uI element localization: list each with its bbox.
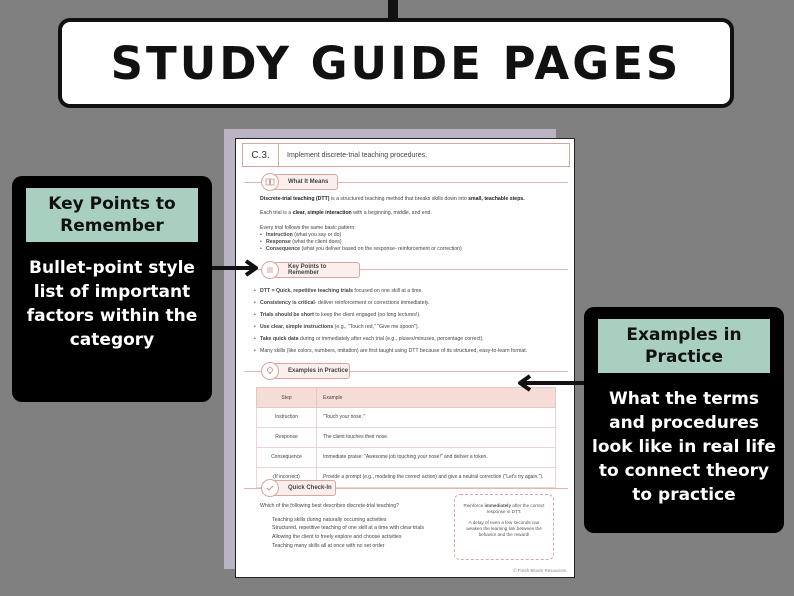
divider (244, 269, 568, 270)
list-item: Use clear, simple instructions (e.g., "T… (254, 324, 560, 331)
definition-text: Discrete-trial teaching (DTT) is a struc… (260, 196, 525, 202)
callout-description: What the terms and procedures look like … (592, 389, 776, 505)
page-title: STUDY GUIDE PAGES (110, 36, 682, 90)
answer-option[interactable]: Teaching skills during naturally occurri… (272, 517, 387, 523)
examples-callout: Examples in Practice What the terms and … (584, 307, 784, 533)
examples-title: Examples in Practice (288, 368, 349, 374)
divider (244, 371, 568, 372)
table-header-row: Step Example (256, 387, 556, 408)
callout-description: Bullet-point style list of important fac… (26, 258, 198, 350)
check-in-title: Quick Check-In (288, 485, 332, 491)
examples-table: Step Example Instruction"Touch your nose… (256, 387, 556, 488)
title-banner: STUDY GUIDE PAGES (58, 18, 734, 108)
list-item: Trials should be short to keep the clien… (254, 312, 560, 319)
list-item: Instruction (what you say or do) (260, 232, 341, 239)
list-item: Response (what the client does) (260, 239, 342, 246)
page-header: C.3. Implement discrete-trial teaching p… (242, 143, 570, 167)
key-points-callout: Key Points to Remember Bullet-point styl… (12, 176, 212, 402)
section-heading: Implement discrete-trial teaching proced… (287, 151, 428, 159)
answer-option[interactable]: Allowing the client to freely explore an… (272, 534, 402, 540)
copyright: © Fresh Bloom Resources (513, 568, 566, 573)
answer-option[interactable]: Teaching many skills all at once with no… (272, 543, 385, 549)
arrow-left-icon (518, 374, 584, 392)
key-points-tag: Key Points to Remember (266, 262, 360, 278)
pattern-intro: Every trial follows the same basic patte… (260, 225, 356, 231)
list-item: Consistency is critical- deliver reinfor… (254, 300, 560, 307)
section-code: C.3. (243, 144, 279, 166)
tip-box: Reinforce immediately after the correct … (454, 494, 554, 560)
callout-label: Examples in Practice (598, 319, 770, 373)
what-it-means-title: What It Means (288, 179, 329, 185)
list-item: Many skills (like colors, numbers, imita… (254, 348, 560, 355)
list-item: DTT = Quick, repetitive teaching trials … (254, 288, 560, 295)
arrow-right-icon (212, 259, 258, 277)
check-icon (261, 479, 279, 497)
study-guide-page: C.3. Implement discrete-trial teaching p… (235, 138, 575, 578)
lightbulb-icon (261, 362, 279, 380)
table-row: Instruction"Touch your nose." (256, 407, 556, 428)
list-item: Consequence (what you deliver based on t… (260, 246, 462, 253)
book-icon (261, 173, 279, 191)
trial-text: Each trial is a clear, simple interactio… (260, 210, 432, 216)
title-hanger (388, 0, 398, 24)
answer-option[interactable]: Structured, repetitive teaching of one s… (272, 525, 424, 531)
col-step: Step (256, 387, 317, 408)
list-item: Take quick data during or immediately af… (254, 336, 560, 343)
callout-label: Key Points to Remember (26, 188, 198, 242)
key-points-title: Key Points to Remember (288, 264, 327, 276)
checklist-icon (261, 261, 279, 279)
check-in-tag: Quick Check-In (266, 480, 336, 496)
check-in-question: Which of the following best describes di… (260, 503, 399, 509)
divider (244, 488, 568, 489)
divider (244, 182, 568, 183)
examples-tag: Examples in Practice (266, 363, 350, 379)
